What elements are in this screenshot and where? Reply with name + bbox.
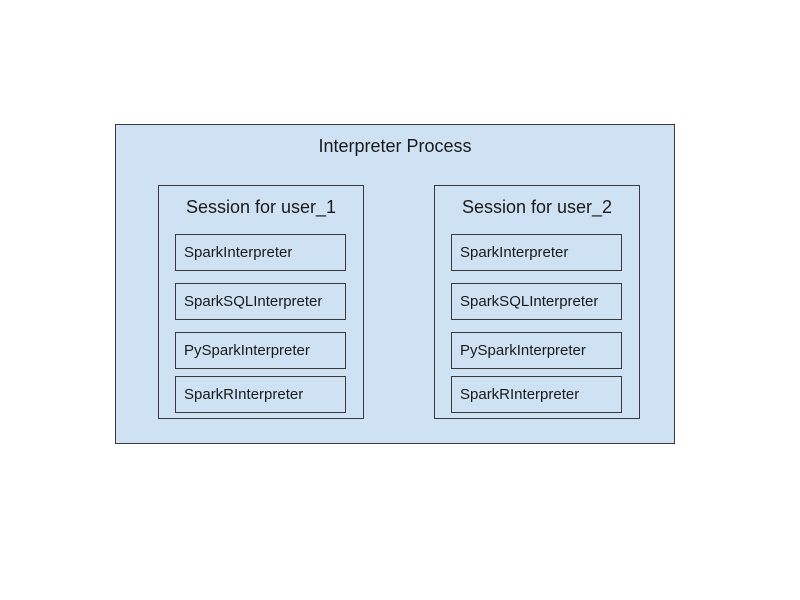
session-user-2-sparksql-interpreter: SparkSQLInterpreter xyxy=(451,283,622,320)
session-user-1-title: Session for user_1 xyxy=(185,197,337,217)
session-user-2-sparkr-interpreter: SparkRInterpreter xyxy=(451,376,622,413)
session-user-1-sparksql-interpreter: SparkSQLInterpreter xyxy=(175,283,346,320)
interpreter-process-title: Interpreter Process xyxy=(318,136,472,156)
session-user-1-sparkr-interpreter: SparkRInterpreter xyxy=(175,376,346,413)
session-user-2-spark-interpreter: SparkInterpreter xyxy=(451,234,622,271)
interpreter-process-box: Interpreter Process Session for user_1 S… xyxy=(115,124,675,444)
session-user-2-box: Session for user_2 SparkInterpreter Spar… xyxy=(434,185,640,419)
session-user-1-pyspark-interpreter: PySparkInterpreter xyxy=(175,332,346,369)
session-user-2-title: Session for user_2 xyxy=(461,197,613,217)
session-user-2-pyspark-interpreter: PySparkInterpreter xyxy=(451,332,622,369)
session-user-1-box: Session for user_1 SparkInterpreter Spar… xyxy=(158,185,364,419)
session-user-1-spark-interpreter: SparkInterpreter xyxy=(175,234,346,271)
